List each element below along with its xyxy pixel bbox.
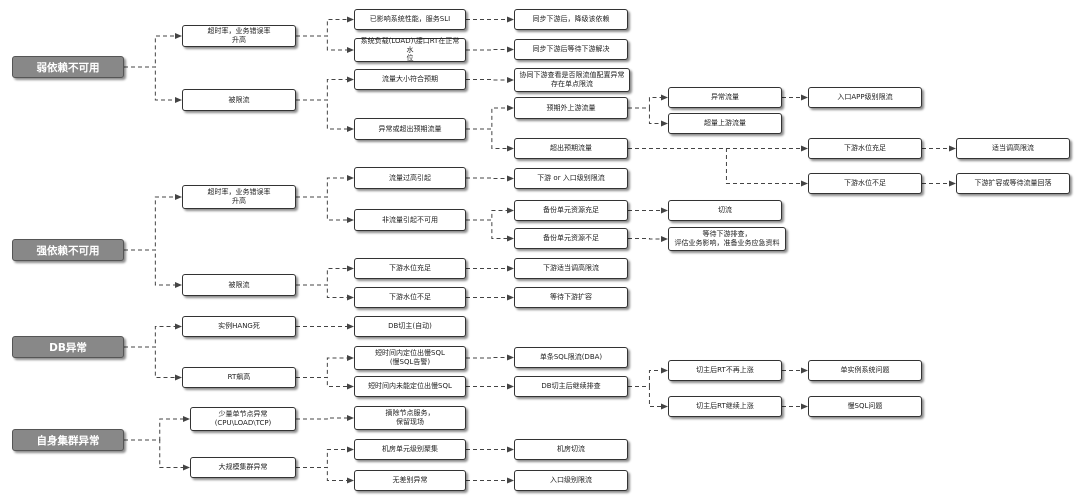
category-db-exception: DB异常 — [12, 336, 124, 358]
node-idc-unit-clustered: 机房单元级别聚集 — [354, 439, 466, 460]
node-traffic-as-expected: 流量大小符合预期 — [354, 69, 466, 90]
node-weak-rate-limited: 被限流 — [182, 89, 296, 111]
node-wait-downstream-fix: 同步下游后等待下游解决 — [514, 39, 628, 60]
node-excess-traffic: 超出预期流量 — [514, 138, 628, 159]
node-wait-downstream-scale: 等待下游扩容 — [514, 287, 628, 308]
edge-s2-s2a — [296, 265, 354, 286]
edge-w2-w2b — [296, 99, 354, 132]
node-strong-rate-limited: 被限流 — [182, 274, 296, 296]
edge-d2-d2b — [296, 377, 354, 390]
node-strong-capacity-ok: 下游水位充足 — [354, 258, 466, 279]
edge-w1-w1a — [296, 16, 354, 37]
edge-c2-s2 — [124, 249, 182, 288]
edge-s1b2-s1b2a — [628, 236, 668, 242]
node-rt-keeps-rising: 切主后RT继续上涨 — [668, 396, 782, 417]
edge-c1-w1 — [124, 33, 182, 68]
edge-w1-w1b — [296, 35, 354, 53]
node-db-auto-failover: DB切主(自动) — [354, 316, 466, 337]
edge-z2-z2b — [296, 467, 354, 484]
node-entry-app-limit: 入口APP级别限流 — [808, 87, 922, 108]
edge-z1-z1a — [296, 415, 354, 421]
node-downstream-raise-limit: 下游适当调高限流 — [514, 258, 628, 279]
edge-s1b-s1b1 — [466, 207, 514, 221]
node-backup-unit-insufficient: 备份单元资源不足 — [514, 228, 628, 249]
node-unexpected-upstream: 预期外上游流量 — [514, 97, 628, 119]
node-failover-then-investigate: DB切主后继续排查 — [514, 376, 628, 397]
node-switch-traffic: 切流 — [668, 200, 782, 221]
node-single-instance-issue: 单实例系统问题 — [808, 360, 922, 381]
node-downstream-capacity-ok: 下游水位充足 — [808, 138, 922, 159]
node-idc-switch-traffic: 机房切流 — [514, 439, 628, 460]
node-slow-sql-not-located: 短时间内未能定位出慢SQL — [354, 376, 466, 397]
category-weak-dependency: 弱依赖不可用 — [12, 56, 124, 78]
node-single-sql-limit: 单条SQL限流(DBA) — [514, 347, 628, 368]
edge-c3-d2 — [124, 346, 182, 381]
edge-c4-z2 — [124, 439, 190, 471]
node-strong-capacity-low: 下游水位不足 — [354, 287, 466, 308]
edge-w2b-w2b2 — [466, 128, 514, 152]
node-excess-upstream: 超量上游流量 — [668, 113, 782, 134]
edge-s2-s2b — [296, 284, 354, 301]
edge-w1b-w1b1 — [466, 46, 514, 53]
node-strong-error-rate-rise: 超时率，业务错误率 升高 — [182, 185, 296, 209]
node-downstream-capacity-low: 下游水位不足 — [808, 173, 922, 194]
node-entry-level-limit: 入口级别限流 — [514, 470, 628, 491]
edge-d2-d2a — [296, 355, 354, 378]
edge-w2-w2a — [296, 76, 354, 101]
node-degrade-dependency: 同步下游后，降级该依赖 — [514, 9, 628, 30]
edge-z2-z2a — [296, 446, 354, 468]
node-backup-unit-sufficient: 备份单元资源充足 — [514, 200, 628, 221]
edge-c4-z1 — [124, 416, 190, 441]
edge-w2b1-w2b1a — [628, 94, 668, 109]
category-self-cluster: 自身集群异常 — [12, 429, 124, 451]
edge-c3-d1 — [124, 323, 182, 348]
node-remove-node-keep-scene: 摘除节点服务， 保留现场 — [354, 406, 466, 430]
edge-s1a-s1a1 — [466, 175, 514, 182]
node-check-limit-config: 协同下游查看是否限流值配置异常 存在单点限流 — [514, 68, 630, 92]
edge-d2a-d2a1 — [466, 354, 514, 361]
edge-w2b2-w2b2b — [628, 148, 808, 187]
node-rt-stopped-rising: 切主后RT不再上涨 — [668, 360, 782, 381]
node-abnormal-traffic: 异常或超出预期流量 — [354, 118, 466, 140]
edge-w2a-w2a1 — [466, 77, 514, 83]
node-sli-impacted: 已影响系统性能，服务SLI — [354, 9, 466, 30]
node-abnormal-flow: 异常流量 — [668, 87, 782, 108]
edge-c1-w2 — [124, 66, 182, 103]
node-scale-or-wait: 下游扩容或等待流量回落 — [956, 173, 1070, 194]
node-raise-limit: 适当调高限流 — [956, 138, 1070, 159]
node-rt-spike: RT飙高 — [182, 367, 296, 388]
edge-w2b-w2b1 — [466, 105, 514, 130]
edge-d2b1-d2b1b — [628, 386, 668, 410]
node-large-cluster-abnormal: 大规模集群异常 — [190, 457, 296, 478]
node-weak-error-rate-rise: 超时率，业务错误率 升高 — [182, 25, 296, 47]
node-caused-by-traffic: 流量过高引起 — [354, 167, 466, 189]
node-instance-hang: 实例HANG死 — [182, 316, 296, 337]
node-slow-sql-located: 短时间内定位出慢SQL (慢SQL告警) — [354, 346, 466, 370]
node-slow-sql-issue: 慢SQL问题 — [808, 396, 922, 417]
edge-c2-s1 — [124, 194, 182, 251]
edge-w2b1-w2b1b — [628, 107, 668, 127]
edge-s1-s1a — [296, 175, 354, 198]
edge-s1b-s1b2 — [466, 219, 514, 242]
node-wait-and-assess: 等待下游排查， 评估业务影响，准备业务应急资料 — [668, 227, 786, 251]
node-few-nodes-abnormal: 少量单节点异常 (CPU\LOAD\TCP) — [190, 407, 296, 431]
category-strong-dependency: 强依赖不可用 — [12, 239, 124, 261]
node-indiscriminate-abnormal: 无差别异常 — [354, 470, 466, 491]
edge-s1-s1b — [296, 196, 354, 223]
edge-d2b1-d2b1a — [628, 367, 668, 387]
node-downstream-or-entry-limit: 下游 or 入口级别限流 — [514, 168, 628, 189]
node-non-traffic-outage: 非流量引起不可用 — [354, 209, 466, 231]
node-load-rt-normal: 系统负载(LOAD)\接口RT在正常水 位 — [354, 37, 466, 62]
